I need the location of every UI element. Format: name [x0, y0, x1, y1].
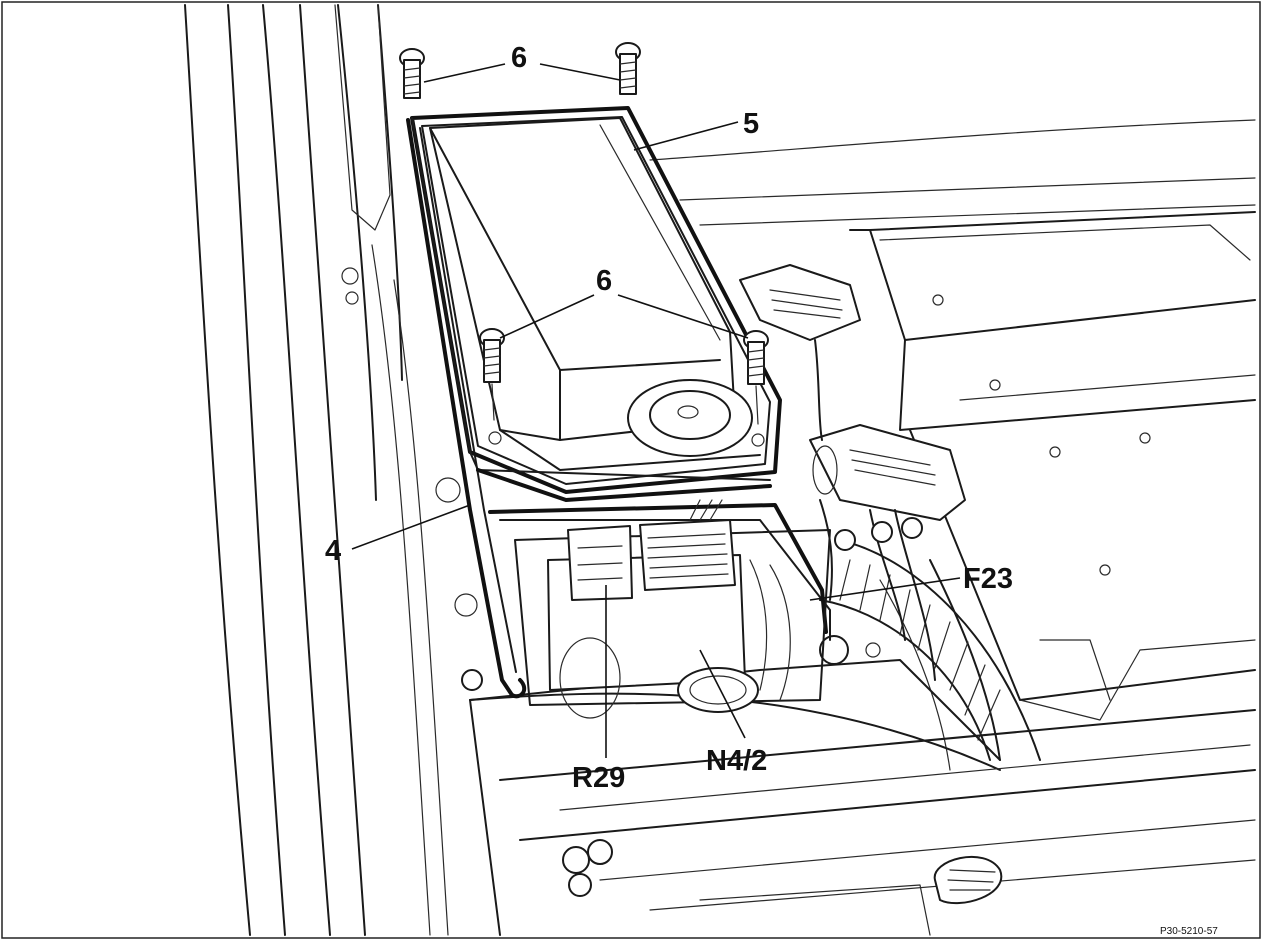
- leader-6-top-right: [539, 63, 621, 81]
- callout-control-unit: N4/2: [706, 745, 767, 777]
- screw-top-right: [615, 42, 641, 95]
- callout-resistor: R29: [572, 762, 625, 794]
- control-module-area: [514, 499, 831, 719]
- callout-screws-top: 6: [511, 42, 527, 74]
- leader-N4-2: [699, 649, 746, 739]
- leader-6-top-left: [423, 63, 506, 83]
- leader-6-mid-left: [499, 294, 595, 339]
- left-mount-bosses: [341, 267, 483, 691]
- leader-F23: [809, 577, 961, 601]
- callout-seal: 4: [325, 535, 341, 567]
- callout-fuse: F23: [963, 563, 1013, 595]
- callout-cover: 5: [743, 108, 759, 140]
- screw-top-left: [399, 48, 425, 99]
- leader-4: [351, 504, 471, 550]
- cable-connectors: [739, 264, 966, 681]
- callout-screws-mid: 6: [596, 265, 612, 297]
- cover-housing: [410, 106, 782, 502]
- fender-panels: [184, 4, 449, 936]
- leader-lines: [351, 63, 961, 758]
- gasket-seal: [406, 118, 831, 699]
- cross-member: [469, 659, 1256, 936]
- figure-reference-code: P30-5210-57: [1160, 926, 1218, 937]
- screw-mid-left: [479, 328, 505, 421]
- engine-compartment-background: [649, 119, 1256, 771]
- leader-6-mid-right: [617, 294, 749, 339]
- ribbed-air-duct: [819, 539, 1041, 761]
- leader-5: [633, 121, 739, 151]
- screw-mid-right: [743, 330, 769, 425]
